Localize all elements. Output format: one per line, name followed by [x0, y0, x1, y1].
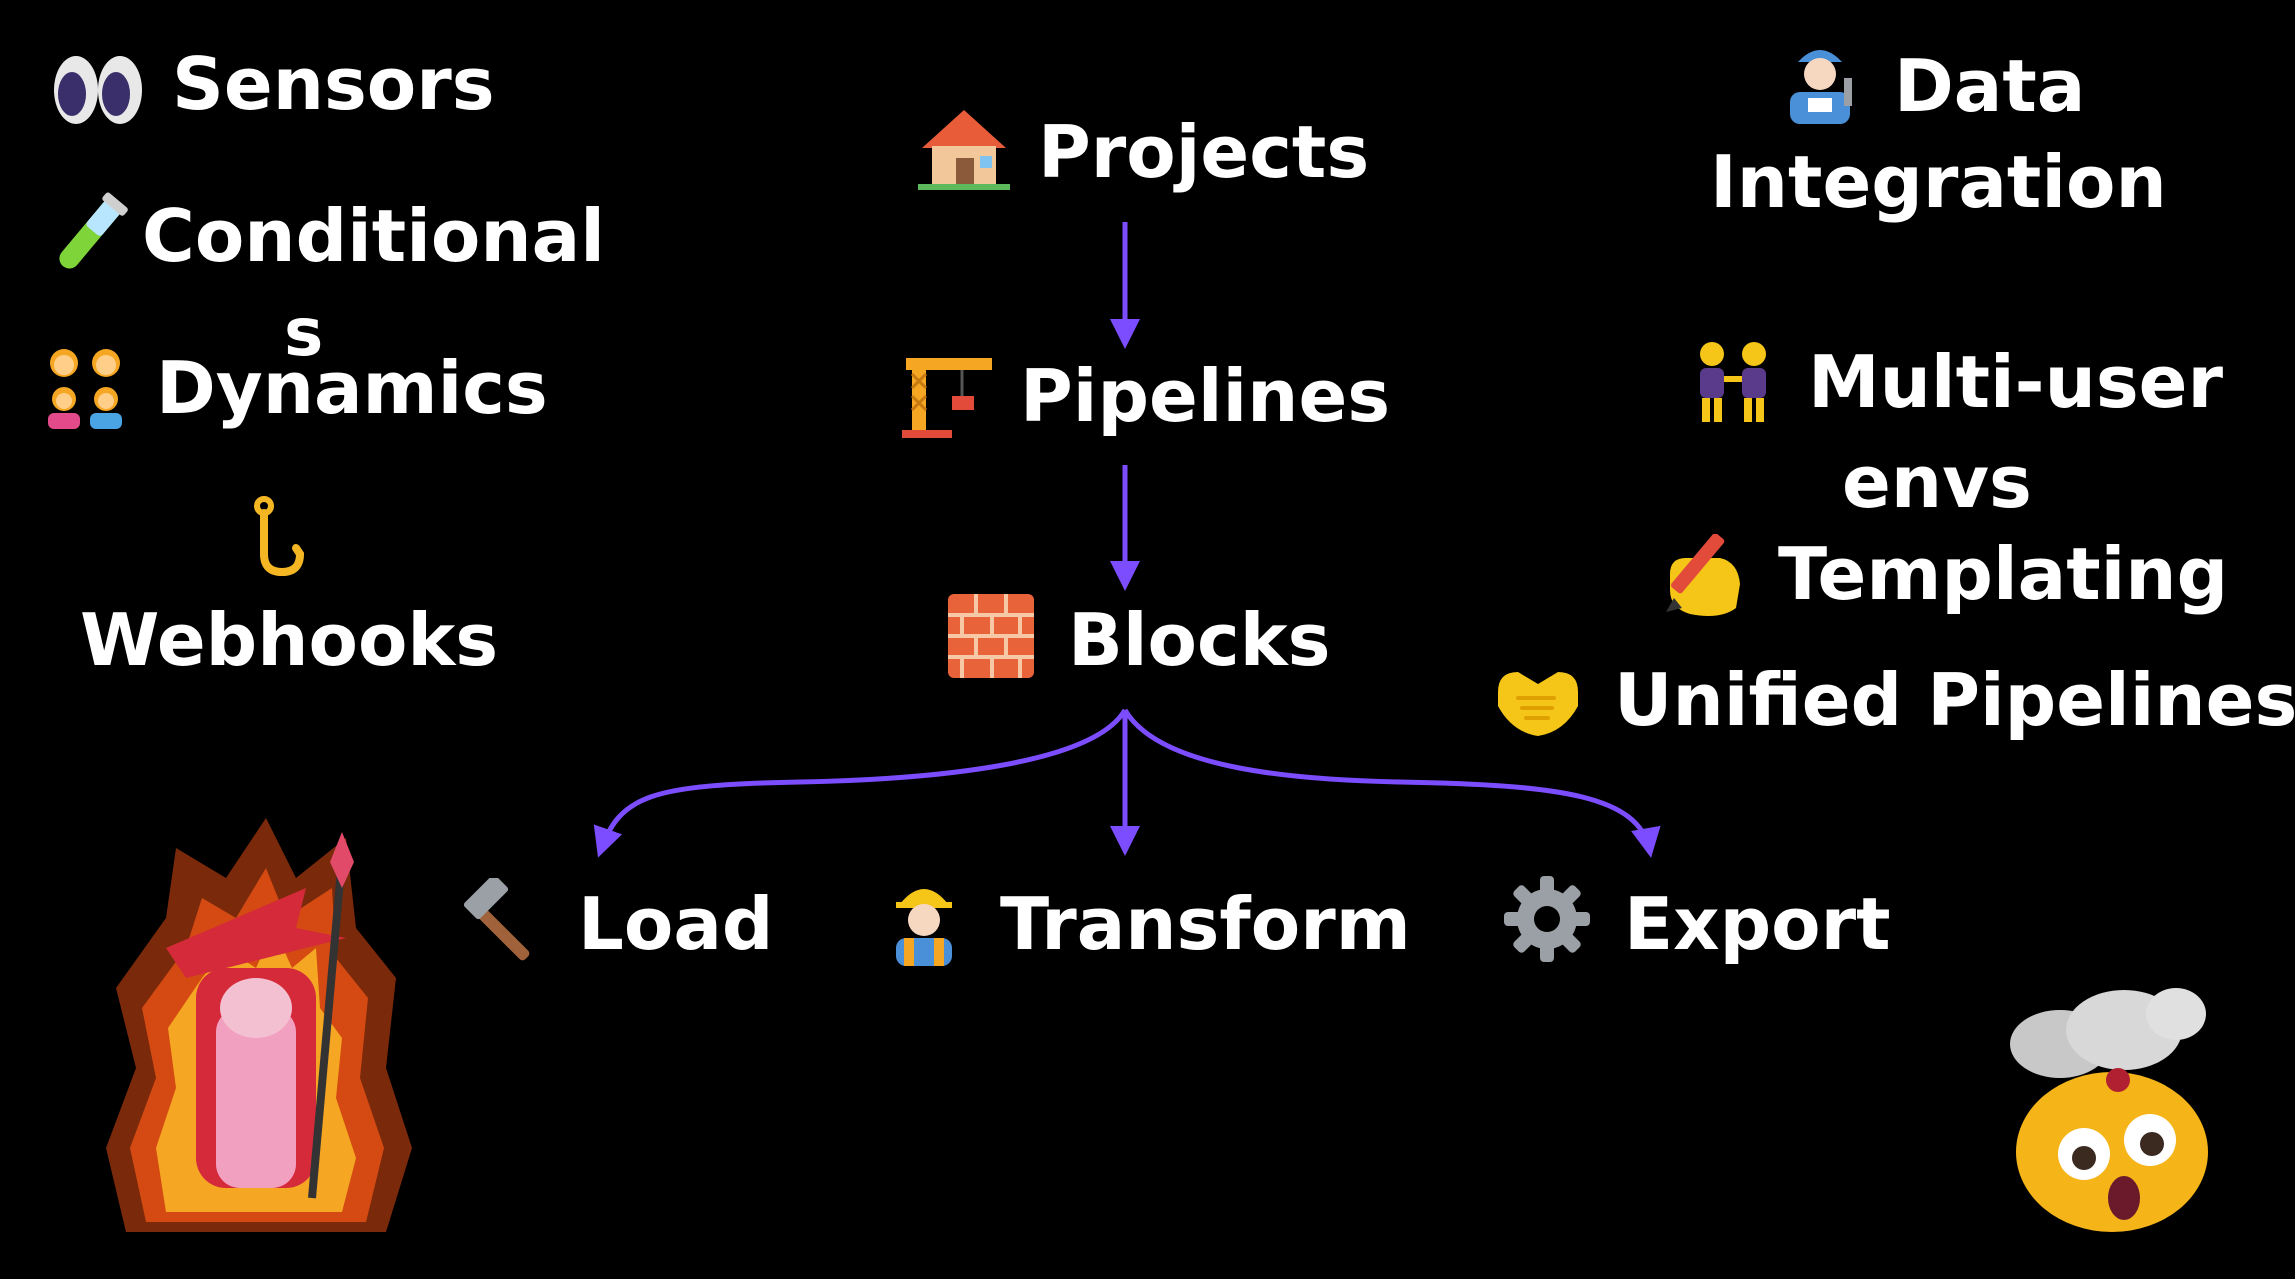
templating-label: Templating	[1778, 532, 2229, 616]
blocks-label: Blocks	[1068, 598, 1331, 682]
data-integration-label-line1: Data	[1894, 44, 2086, 128]
two-people-icon	[1690, 336, 1776, 426]
multi-user-envs-label-line2: envs	[1842, 440, 2032, 524]
test-tube-icon	[48, 192, 132, 280]
export-label: Export	[1624, 882, 1891, 966]
writing-hand-icon	[1660, 533, 1752, 624]
house-icon	[918, 106, 1010, 194]
webhooks-label: Webhooks	[80, 598, 499, 682]
exploding-head-icon	[2000, 984, 2210, 1238]
dynamics-label: Dynamics	[156, 346, 548, 430]
load-label: Load	[578, 882, 774, 966]
handshake-icon	[1494, 662, 1582, 744]
arrow-blocks-load	[593, 708, 1128, 858]
hammer-icon	[458, 874, 544, 968]
data-integration-label-line2: Integration	[1710, 140, 2167, 224]
unified-pipelines-label: Unified Pipelines	[1614, 658, 2295, 742]
conditionals-label-line1: Conditional	[142, 194, 605, 278]
gear-icon	[1504, 876, 1590, 966]
mechanic-icon	[1780, 38, 1862, 128]
brick-icon	[948, 594, 1034, 682]
transform-label: Transform	[1000, 882, 1411, 966]
projects-label: Projects	[1038, 110, 1370, 194]
sensors-label: Sensors	[172, 42, 495, 126]
construction-worker-icon	[884, 876, 964, 970]
arrow-blocks-export	[1122, 708, 1661, 858]
family-icon	[40, 345, 132, 433]
multi-user-envs-label-line1: Multi-user	[1808, 340, 2224, 424]
pipelines-label: Pipelines	[1020, 354, 1391, 438]
eyes-icon	[50, 52, 146, 132]
crane-icon	[902, 352, 994, 442]
hook-icon	[246, 496, 316, 584]
wizard-mascot-icon	[106, 818, 412, 1236]
conditionals-label-line2: s	[284, 294, 324, 371]
